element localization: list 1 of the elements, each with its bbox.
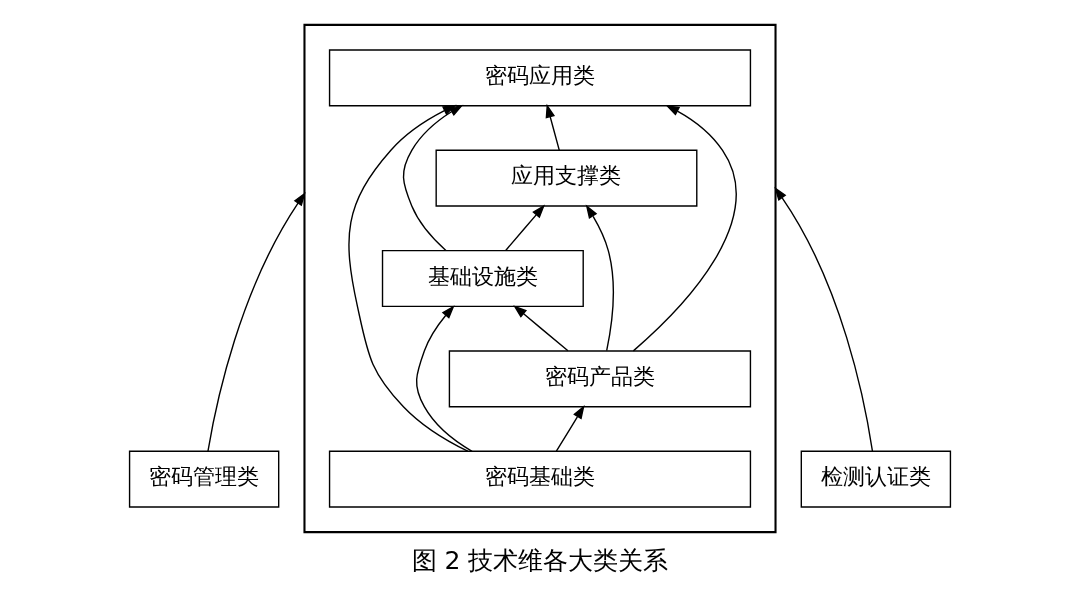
caption: 图 2 技术维各大类关系 xyxy=(411,545,669,575)
